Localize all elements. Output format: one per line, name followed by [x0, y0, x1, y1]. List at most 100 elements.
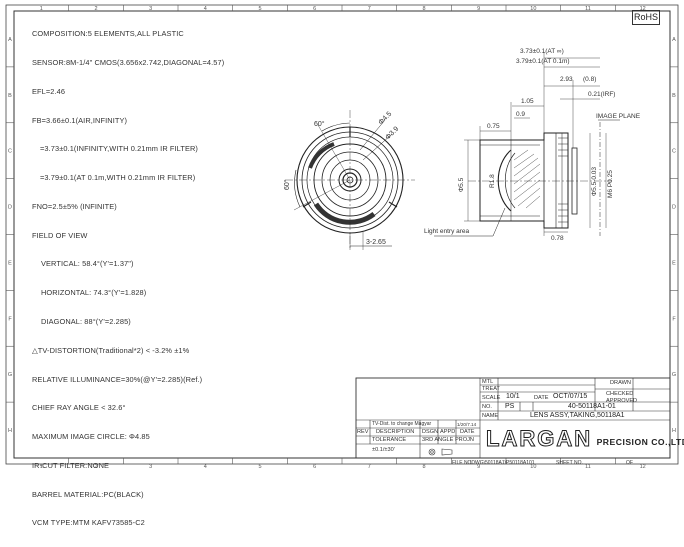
spec-line: TV-DISTORTION(Traditional*2) < -3.2% ±1%: [37, 345, 190, 355]
zone-label-bottom: 3: [149, 464, 152, 470]
spec-line: FNO=2.5±5% (INFINITE): [32, 201, 117, 211]
spec-line: HORIZONTAL: 74.3°(Y'=1.828): [41, 288, 147, 298]
dim-2-93: 2.93: [560, 76, 573, 83]
front-dia-outer: Φ4.5: [377, 111, 393, 127]
spec-line: =3.79±0.1(AT 0.1m,WITH 0.21mm IR FILTER): [40, 173, 196, 183]
ps-value: PS: [505, 403, 515, 410]
zone-label-top: 9: [477, 6, 480, 12]
spec-line-distortion: △TV-DISTORTION(Traditional*2) < -3.2% ±1…: [32, 346, 224, 356]
zone-label-top: 10: [530, 6, 536, 12]
zone-label-bottom: 10: [530, 464, 536, 470]
spec-text: COMPOSITION:5 ELEMENTS,ALL PLASTIC SENSO…: [32, 10, 224, 547]
zone-label-bottom: 7: [368, 464, 371, 470]
date-label: DATE: [534, 395, 549, 401]
zone-label-top: 5: [258, 6, 261, 12]
tolerance-label: TOLERANCE: [372, 437, 407, 443]
spec-line: SENSOR:8M-1/4" CMOS(3.656x2.742,DIAGONAL…: [32, 57, 225, 67]
treat-label: TREAT: [482, 386, 500, 392]
dim-dia-5-5: Φ5.5: [458, 177, 465, 192]
zone-label-bottom: 6: [313, 464, 316, 470]
part-name: LENS ASSY,TAKING,50118A1: [530, 412, 625, 419]
fb-near: 3.79±0.1(AT 0.1m): [516, 58, 570, 65]
zone-label-top: 2: [94, 6, 97, 12]
date-column-label: DATE: [460, 429, 475, 435]
zone-label-right: F: [672, 316, 676, 322]
company-logo-suffix: PRECISION CO.,LTD.: [596, 436, 684, 447]
zone-label-right: H: [672, 428, 676, 434]
spec-line: DIAGONAL: 88°(Y'=2.285): [41, 317, 131, 326]
spec-line: FB=3.66±0.1(AIR,INFINITY): [32, 115, 128, 125]
dim-r-1-8: R1.8: [489, 174, 496, 188]
tolerance-value: ±0.1/±30': [372, 447, 395, 453]
mtl-label: MTL: [482, 379, 494, 385]
zone-label-bottom: 5: [258, 464, 261, 470]
approved-label: APPROVED: [606, 398, 638, 404]
front-dim-bottom: 3-2.65: [366, 239, 386, 246]
zone-label-left: A: [8, 37, 12, 43]
spec-line: IR-CUT FILTER:NONE: [32, 460, 110, 470]
zone-label-right: D: [672, 205, 676, 211]
zone-label-right: G: [672, 372, 676, 378]
dsgn-label: DSGN: [422, 429, 439, 435]
dim-0-75: 0.75: [487, 123, 500, 130]
revision-triangle-icon: △: [32, 345, 38, 355]
zone-label-left: D: [8, 205, 12, 211]
zone-label-top: 6: [313, 6, 316, 12]
scale-label: SCALE: [482, 395, 501, 401]
zone-label-top: 11: [585, 6, 591, 12]
zone-label-bottom: 2: [94, 464, 97, 470]
fb-infinity: 3.73±0.1(AT ∞): [520, 48, 564, 55]
no-label: NO.: [482, 404, 492, 410]
revision-note: TV-Dist. to change Magyar: [372, 421, 432, 427]
spec-line: MAXIMUM IMAGE CIRCLE: Φ4.85: [32, 432, 150, 442]
zone-label-bottom: 9: [477, 464, 480, 470]
projection-symbol-icon: [428, 448, 453, 456]
zone-label-top: 8: [422, 6, 425, 12]
image-plane-label: IMAGE PLANE: [596, 113, 641, 120]
zone-label-left: E: [8, 260, 12, 266]
dim-0-78: 0.78: [551, 235, 564, 242]
date-value: OCT/07/15: [553, 393, 588, 400]
revision-date: 1/20/7.14: [457, 422, 477, 427]
projection-label: 3RD ANGLE PROJN: [422, 437, 474, 443]
zone-label-top: 3: [149, 6, 152, 12]
zone-label-right: C: [672, 149, 676, 155]
dim-1-05: 1.05: [521, 98, 534, 105]
rohs-badge: RoHS: [632, 10, 660, 25]
zone-label-right: A: [672, 37, 676, 43]
name-label: NAME: [482, 413, 499, 419]
spec-line: =3.73±0.1(INFINITY,WITH 0.21mm IR FILTER…: [40, 144, 198, 154]
company-logo-name: LARGAN: [485, 426, 593, 452]
zone-label-left: C: [8, 149, 12, 155]
spec-line: COMPOSITION:5 ELEMENTS,ALL PLASTIC: [32, 29, 184, 39]
file-no-value: \DWG\50118A1\P50118A101: [470, 460, 535, 466]
zone-label-left: G: [8, 372, 12, 378]
front-view: [285, 110, 415, 250]
dim-m6-thread: M6 P0.25: [607, 170, 614, 198]
spec-line: VCM TYPE:MTM KAFV73585-C2: [32, 518, 145, 528]
zone-label-left: B: [8, 93, 12, 99]
side-view: [434, 52, 620, 237]
checked-label: CHECKED: [606, 391, 634, 397]
zone-label-top: 7: [368, 6, 371, 12]
spec-line: BARREL MATERIAL:PC(BLACK): [32, 489, 144, 499]
spec-line: EFL=2.46: [32, 86, 66, 96]
zone-label-bottom: 1: [40, 464, 43, 470]
company-logo: LARGAN PRECISION CO.,LTD.: [485, 422, 684, 456]
front-dia-inner: Φ3.9: [384, 126, 400, 142]
description-label: DESCRIPTION: [376, 429, 415, 435]
scale-value: 10/1: [506, 393, 520, 400]
sheet-no-label: SHEET NO.: [556, 460, 583, 466]
spec-line: FIELD OF VIEW: [32, 230, 88, 240]
title-block-grid: [355, 377, 671, 459]
spec-line: CHIEF RAY ANGLE < 32.6°: [32, 403, 126, 413]
dim-dia-5: Φ5.5-0.03: [591, 167, 598, 196]
zone-label-top: 1: [40, 6, 43, 12]
zone-label-bottom: 4: [204, 464, 207, 470]
file-no-label: FILE NO.: [452, 460, 473, 466]
part-number: 40-50118A1-01: [568, 403, 616, 410]
light-entry-label: Light entry area: [424, 228, 470, 235]
zone-label-bottom: 11: [585, 464, 591, 470]
zone-label-top: 12: [640, 6, 646, 12]
